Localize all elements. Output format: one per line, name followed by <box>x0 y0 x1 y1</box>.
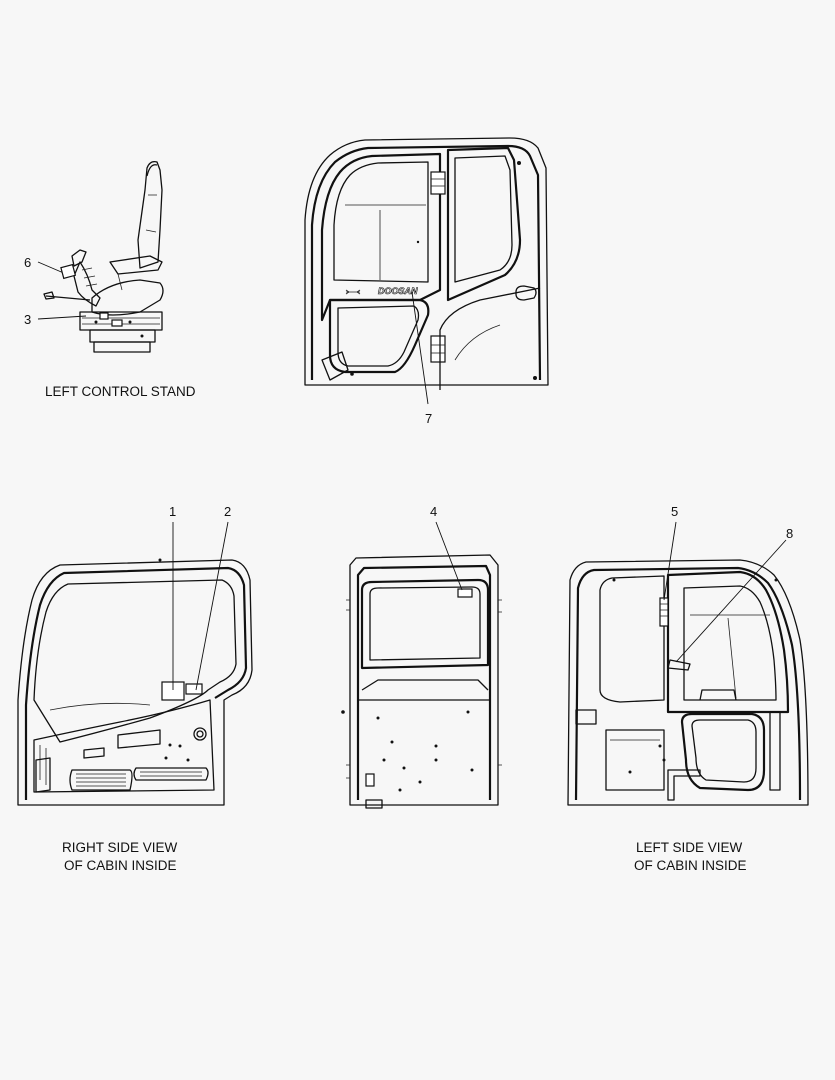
callout-1: 1 <box>169 504 176 690</box>
callout-7: 7 <box>411 291 432 426</box>
callout-5: 5 <box>663 504 678 601</box>
door-brand-logo: DOOSAN <box>378 286 418 296</box>
callout-6: 6 <box>24 255 77 280</box>
caption-left-side-view-line2: OF CABIN INSIDE <box>634 858 747 873</box>
svg-text:6: 6 <box>24 255 31 270</box>
svg-text:3: 3 <box>24 312 31 327</box>
svg-text:8: 8 <box>786 526 793 541</box>
left-side-view-drawing <box>567 559 809 806</box>
caption-right-side-view-line2: OF CABIN INSIDE <box>64 858 177 873</box>
left-control-stand-drawing <box>43 160 164 353</box>
callout-4: 4 <box>430 504 463 591</box>
cabin-rear-view-drawing <box>341 554 502 809</box>
svg-text:2: 2 <box>224 504 231 519</box>
caption-right-side-view-line1: RIGHT SIDE VIEW <box>62 840 178 855</box>
callout-8: 8 <box>675 526 793 663</box>
right-side-view-drawing <box>17 558 253 806</box>
callout-2: 2 <box>195 504 231 691</box>
svg-text:1: 1 <box>169 504 176 519</box>
svg-text:5: 5 <box>671 504 678 519</box>
cabin-exterior-drawing: DOOSAN <box>304 137 549 390</box>
callout-3: 3 <box>24 312 87 327</box>
svg-text:7: 7 <box>425 411 432 426</box>
svg-text:4: 4 <box>430 504 437 519</box>
caption-left-side-view-line1: LEFT SIDE VIEW <box>636 840 743 855</box>
caption-left-control-stand: LEFT CONTROL STAND <box>45 384 196 399</box>
